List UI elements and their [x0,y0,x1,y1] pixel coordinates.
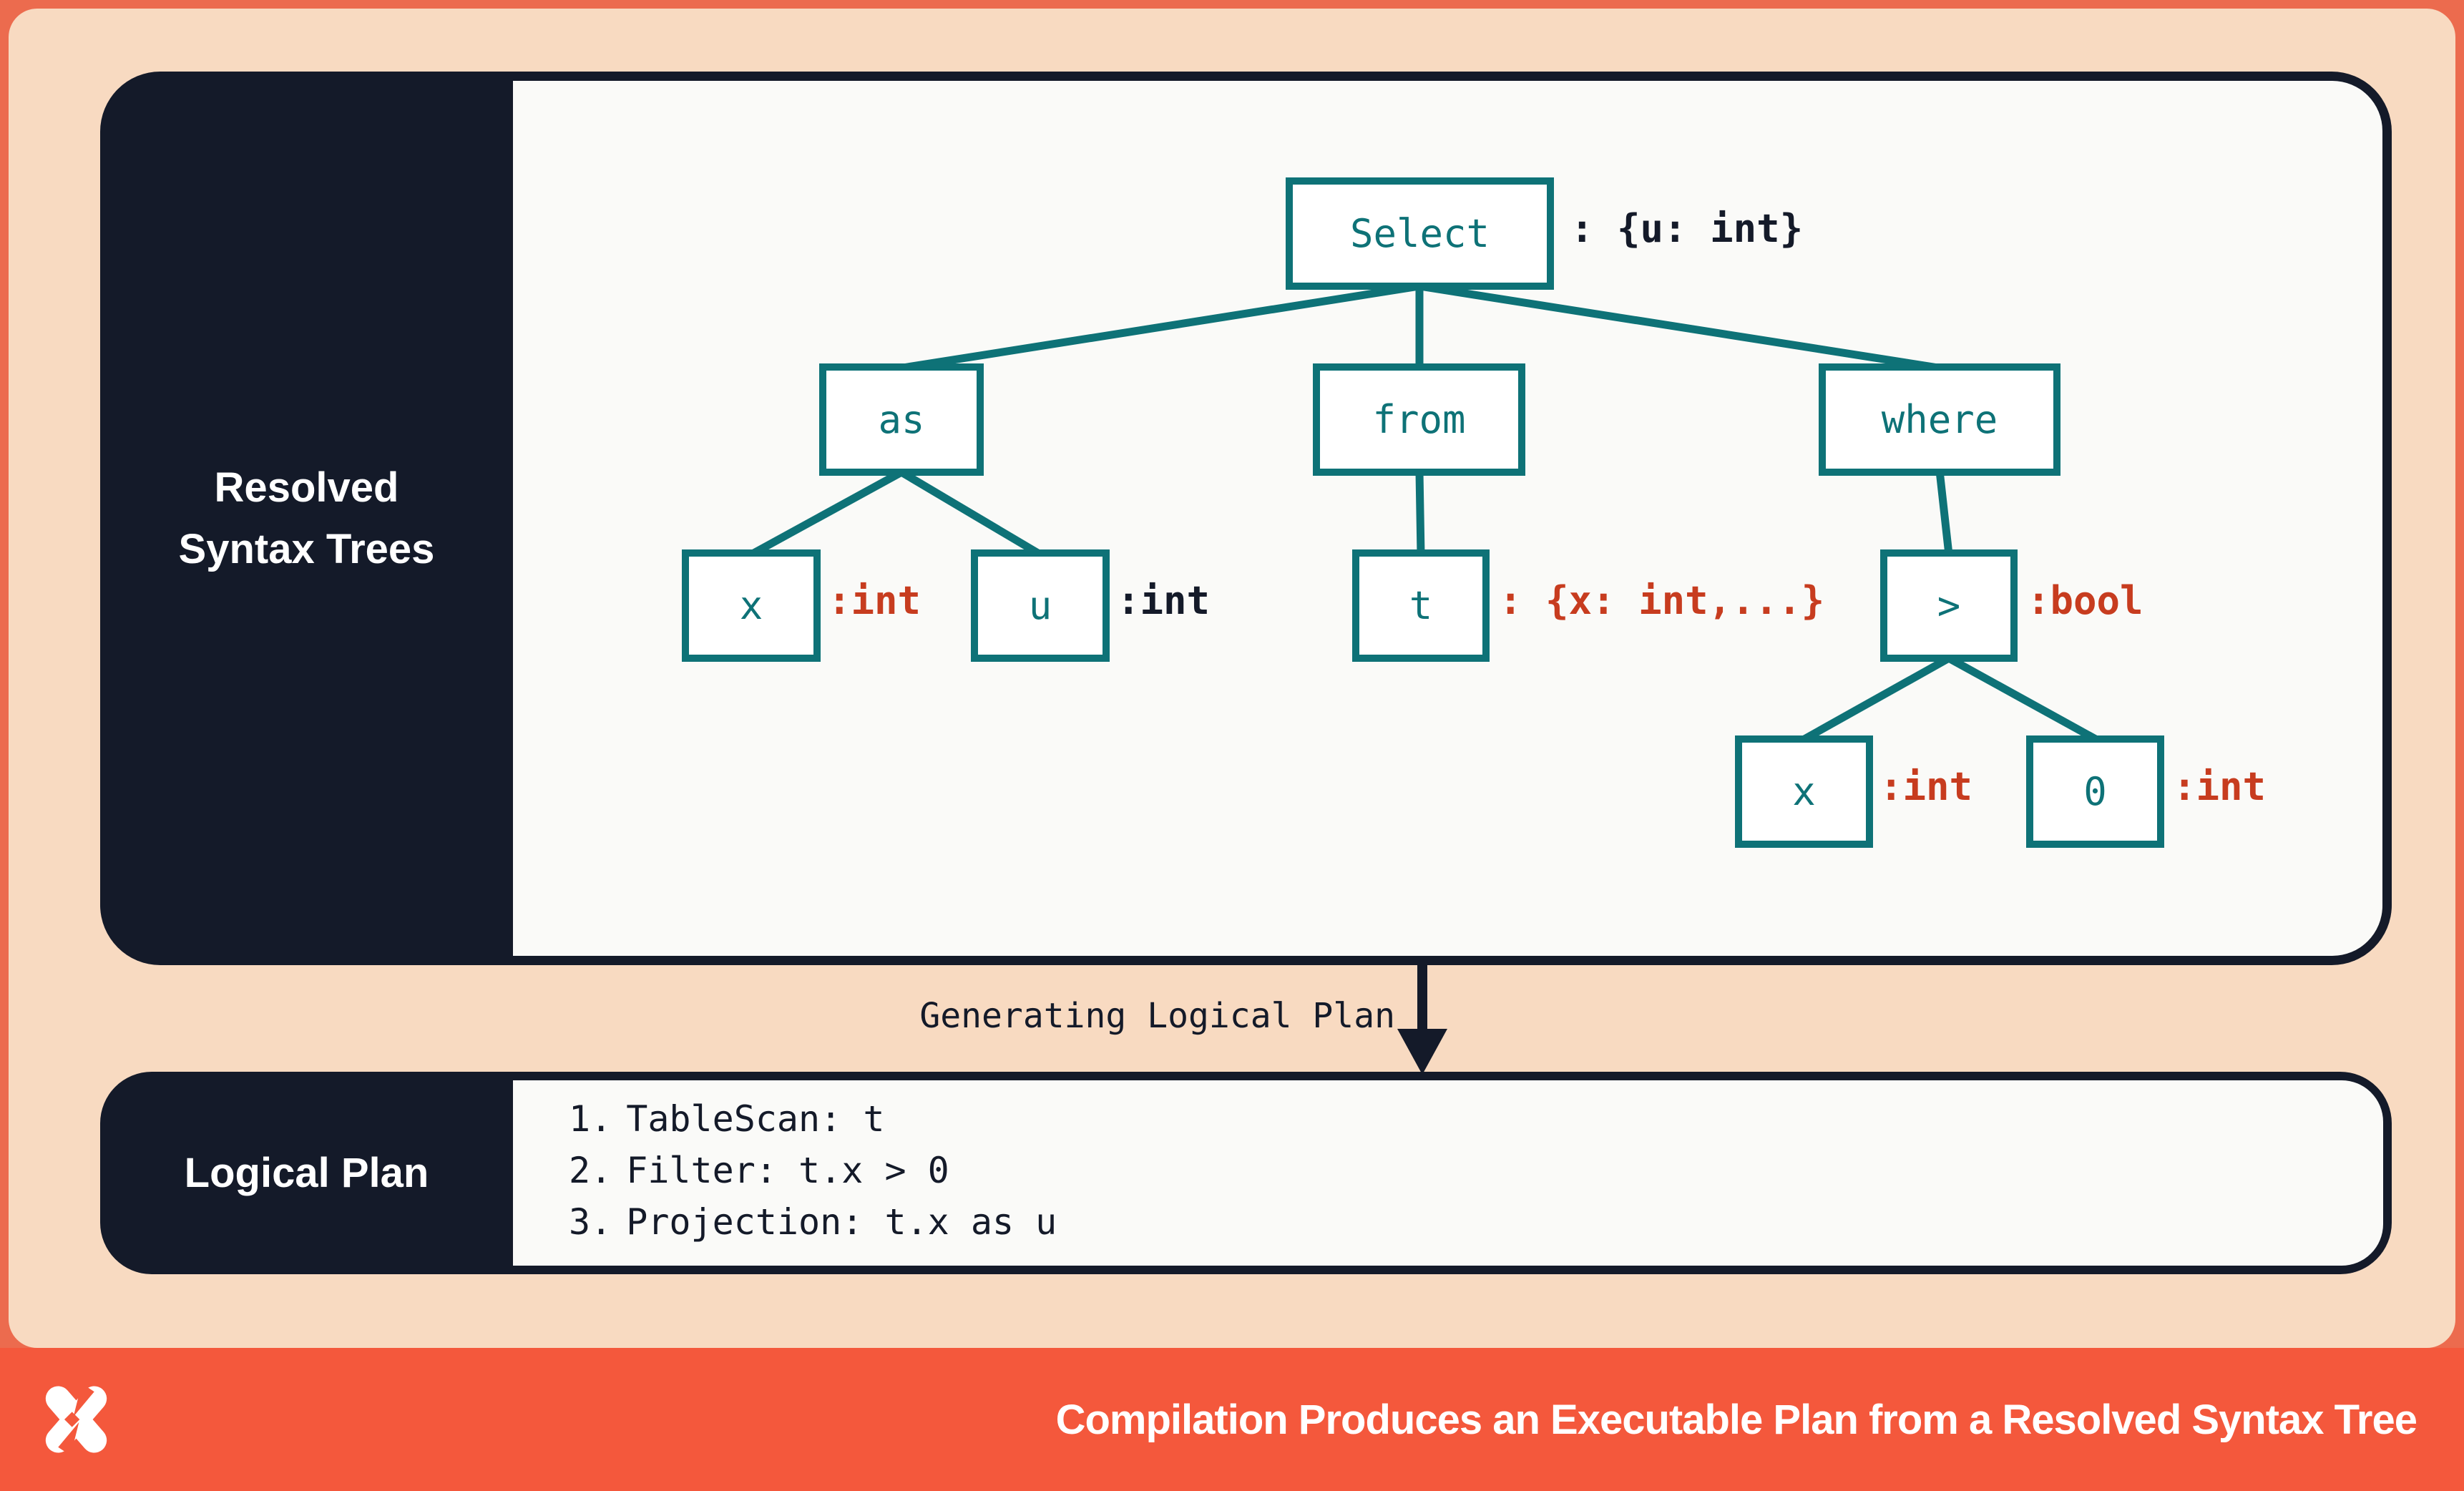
annotation-u-type: :int [1117,578,1211,623]
node-label: x [739,583,763,628]
annotation-x-operand-type: :int [1879,764,1973,809]
node-label: from [1372,397,1466,442]
logical-plan-label-text: Logical Plan [184,1149,429,1196]
annotation-select-type: : {u: int} [1570,206,1804,251]
node-label: Select [1349,211,1490,256]
panel-label-line1: Resolved [214,464,399,511]
logical-plan-canvas [513,1080,2383,1266]
footer-title: Compilation Produces an Executable Plan … [1055,1396,2417,1443]
tree-node-zero: 0 [2026,735,2164,848]
tree-node-x-operand: x [1735,735,1873,848]
node-label: as [878,397,925,442]
step-text: TableScan: t [626,1098,885,1140]
tree-node-select: Select [1286,177,1554,290]
transition-label: Generating Logical Plan [919,996,1395,1036]
tree-node-where: where [1819,363,2060,476]
tree-node-greater-than: > [1880,549,2018,662]
node-label: where [1881,397,1998,442]
node-label: > [1937,583,1961,628]
logical-plan-label: Logical Plan [100,1072,513,1274]
resolved-syntax-trees-label: Resolved Syntax Trees [100,72,513,965]
node-label: 0 [2083,769,2107,814]
tree-node-as: as [819,363,984,476]
step-text: Filter: t.x > 0 [626,1150,949,1191]
tree-node-x: x [682,549,821,662]
tree-node-from: from [1313,363,1525,476]
annotation-x-type: :int [828,578,921,623]
step-number: 1. [569,1098,612,1140]
footer-bar: Compilation Produces an Executable Plan … [0,1348,2464,1491]
step-text: Projection: t.x as u [626,1201,1057,1243]
node-label: u [1028,583,1052,628]
tree-node-t: t [1352,549,1490,662]
annotation-t-type: : {x: int,...} [1499,578,1825,623]
tree-node-u: u [971,549,1110,662]
logical-plan-panel: Logical Plan [100,1072,2392,1274]
node-label: x [1792,769,1816,814]
node-label: t [1409,583,1433,628]
step-number: 2. [569,1150,612,1191]
panel-label-line2: Syntax Trees [178,525,435,572]
plan-step: 1. TableScan: t [569,1093,1057,1145]
annotation-zero-type: :int [2173,764,2267,809]
x-logo-icon [45,1383,107,1456]
step-number: 3. [569,1201,612,1243]
plan-step: 3. Projection: t.x as u [569,1196,1057,1248]
annotation-gt-type: :bool [2027,578,2143,623]
logical-plan-steps: 1. TableScan: t 2. Filter: t.x > 0 3. Proje… [569,1093,1057,1248]
plan-step: 2. Filter: t.x > 0 [569,1145,1057,1196]
